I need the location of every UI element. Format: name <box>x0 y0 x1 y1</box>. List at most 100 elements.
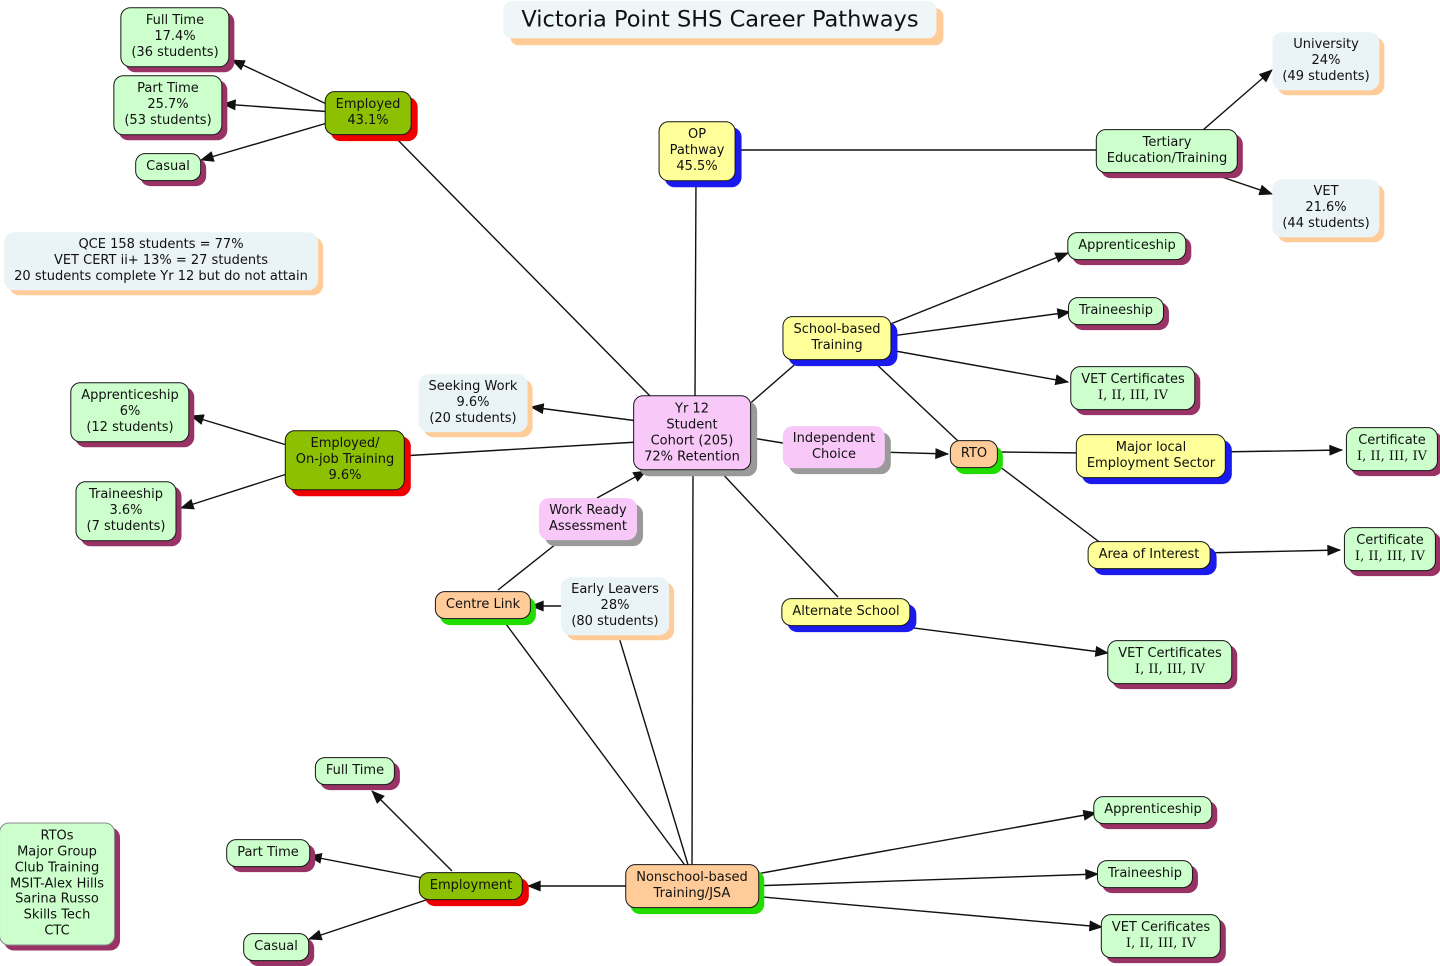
node-vet-tertiary[interactable]: VET 21.6% (44 students) <box>1272 179 1380 237</box>
edge-nonschool-vetcerificates <box>750 895 1104 932</box>
node-line: (20 students) <box>429 410 517 426</box>
node-line: University <box>1293 37 1359 53</box>
edge-employment-fulltime <box>371 790 453 872</box>
node-certificate-major-local[interactable]: Certificate I, II, III, IV <box>1345 427 1439 471</box>
edge-alternateschool-vetcerts <box>882 623 1110 657</box>
node-rto[interactable]: RTO <box>949 440 999 468</box>
node-line: Full Time <box>145 13 205 29</box>
node-rto-providers-list[interactable]: RTOs Major Group Club Training MSIT-Alex… <box>0 822 115 946</box>
edge-rto-majorlocal <box>997 451 1088 454</box>
node-apprenticeship-school-based[interactable]: Apprenticeship <box>1067 232 1187 260</box>
node-line: 43.1% <box>347 113 389 128</box>
edge-sbt-vetcerts <box>883 348 1070 386</box>
node-full-time-employment[interactable]: Full Time <box>314 757 396 785</box>
node-casual-employment[interactable]: Casual <box>243 933 309 961</box>
node-yr12-cohort[interactable]: Yr 12 Student Cohort (205) 72% Retention <box>633 395 751 471</box>
node-nonschool-based-training-jsa[interactable]: Nonschool-based Training/JSA <box>625 864 759 908</box>
node-line: VET Certificates <box>1081 372 1185 388</box>
edge-areainterest-certificate <box>1201 544 1342 556</box>
node-line: Yr 12 <box>675 401 709 417</box>
node-area-of-interest[interactable]: Area of Interest <box>1087 541 1211 569</box>
node-traineeship-on-job[interactable]: Traineeship 3.6% (7 students) <box>75 481 177 541</box>
node-qce-summary[interactable]: QCE 158 students = 77% VET CERT ii+ 13% … <box>4 232 318 290</box>
node-line: VET Certificates <box>1118 646 1222 662</box>
node-apprenticeship-nonschool[interactable]: Apprenticeship <box>1093 796 1213 824</box>
node-employment[interactable]: Employment <box>418 872 524 900</box>
node-employed-on-job-training[interactable]: Employed/ On-job Training 9.6% <box>284 430 406 490</box>
edge-employed-parttime <box>221 99 334 113</box>
node-major-local-employment-sector[interactable]: Major local Employment Sector <box>1075 434 1227 478</box>
node-line: Area of Interest <box>1098 547 1200 563</box>
node-vet-cerificates-nonschool[interactable]: VET Cerificates I, II, III, IV <box>1100 914 1222 958</box>
node-line: Tertiary <box>1142 135 1192 151</box>
node-traineeship-school-based[interactable]: Traineeship <box>1067 297 1165 325</box>
edge-employed-casual <box>199 120 335 162</box>
node-line: Club Training <box>14 860 100 876</box>
node-seeking-work[interactable]: Seeking Work 9.6% (20 students) <box>418 374 528 432</box>
node-independent-choice[interactable]: Independent Choice <box>782 426 886 468</box>
node-line: Part Time <box>137 81 199 97</box>
node-casual-employed[interactable]: Casual <box>135 153 201 181</box>
node-alternate-school[interactable]: Alternate School <box>781 598 911 626</box>
node-tertiary-education-training[interactable]: Tertiary Education/Training <box>1095 129 1239 173</box>
node-employed[interactable]: Employed 43.1% <box>324 91 412 135</box>
node-line: Student <box>666 417 718 433</box>
node-line: 20 students complete Yr 12 but do not at… <box>14 268 308 284</box>
node-line: Choice <box>811 447 857 462</box>
node-line: VET <box>1313 184 1339 200</box>
edge-majorlocal-certificate <box>1215 444 1344 456</box>
edge-onjob-traineeship <box>179 472 291 510</box>
node-line: VET Cerificates <box>1111 920 1211 936</box>
node-university[interactable]: University 24% (49 students) <box>1272 32 1380 90</box>
node-line: (44 students) <box>1282 215 1370 231</box>
node-line: (36 students) <box>131 44 219 60</box>
node-certificate-area-of-interest[interactable]: Certificate I, II, III, IV <box>1343 527 1437 571</box>
node-line: MSIT-Alex Hills <box>10 876 104 892</box>
node-vet-certificates-alternate-school[interactable]: VET Certificates I, II, III, IV <box>1107 640 1233 684</box>
edge-sbt-apprenticeship <box>882 252 1070 328</box>
node-part-time-employment[interactable]: Part Time <box>226 839 310 867</box>
diagram-title-text: Victoria Point SHS Career Pathways <box>521 6 919 33</box>
edge-centrelink-nonschool <box>502 619 688 869</box>
node-line: 3.6% <box>109 503 143 519</box>
node-line: (49 students) <box>1282 68 1370 84</box>
node-line: I, II, III, IV <box>1097 388 1169 403</box>
edge-workready-yr12 <box>596 470 647 499</box>
node-centre-link[interactable]: Centre Link <box>434 591 532 619</box>
edge-yr12-independent <box>745 436 790 445</box>
edge-sbt-rto <box>871 359 959 442</box>
node-line: Centre Link <box>445 597 521 613</box>
node-line: (12 students) <box>86 419 174 435</box>
node-line: I, II, III, IV <box>1354 549 1426 564</box>
node-line: Certificate <box>1356 533 1424 549</box>
diagram-title: Victoria Point SHS Career Pathways <box>503 1 937 39</box>
node-line: Employed/ <box>310 436 380 452</box>
edge-independent-rto <box>879 448 950 460</box>
node-line: RTOs <box>40 828 74 844</box>
node-line: 17.4% <box>154 29 196 45</box>
node-full-time-employed[interactable]: Full Time 17.4% (36 students) <box>120 7 230 67</box>
node-early-leavers[interactable]: Early Leavers 28% (80 students) <box>561 577 669 635</box>
node-vet-certificates-school-based[interactable]: VET Certificates I, II, III, IV <box>1070 366 1196 410</box>
node-op-pathway[interactable]: OP Pathway 45.5% <box>658 121 736 181</box>
node-line: Traineeship <box>88 487 164 503</box>
node-line: (7 students) <box>86 518 166 534</box>
node-traineeship-nonschool[interactable]: Traineeship <box>1096 860 1194 888</box>
node-school-based-training[interactable]: School-based Training <box>782 316 892 360</box>
node-line: Employed <box>335 97 401 113</box>
node-line: RTO <box>960 446 988 462</box>
node-line: CTC <box>44 923 70 939</box>
node-work-ready-assessment[interactable]: Work Ready Assessment <box>539 498 637 540</box>
node-line: 6% <box>119 404 141 420</box>
edge-yr12-onjob <box>400 441 639 457</box>
node-apprenticeship-on-job[interactable]: Apprenticeship 6% (12 students) <box>70 382 190 442</box>
edge-yr12-op <box>694 176 697 399</box>
node-line: School-based <box>793 322 881 338</box>
edge-employment-casual <box>307 897 433 941</box>
edge-tertiary-vet <box>1206 171 1274 196</box>
edge-yr12-schoolbased <box>745 359 801 408</box>
node-part-time-employed[interactable]: Part Time 25.7% (53 students) <box>113 75 223 135</box>
edge-yr12-employed <box>389 131 653 399</box>
